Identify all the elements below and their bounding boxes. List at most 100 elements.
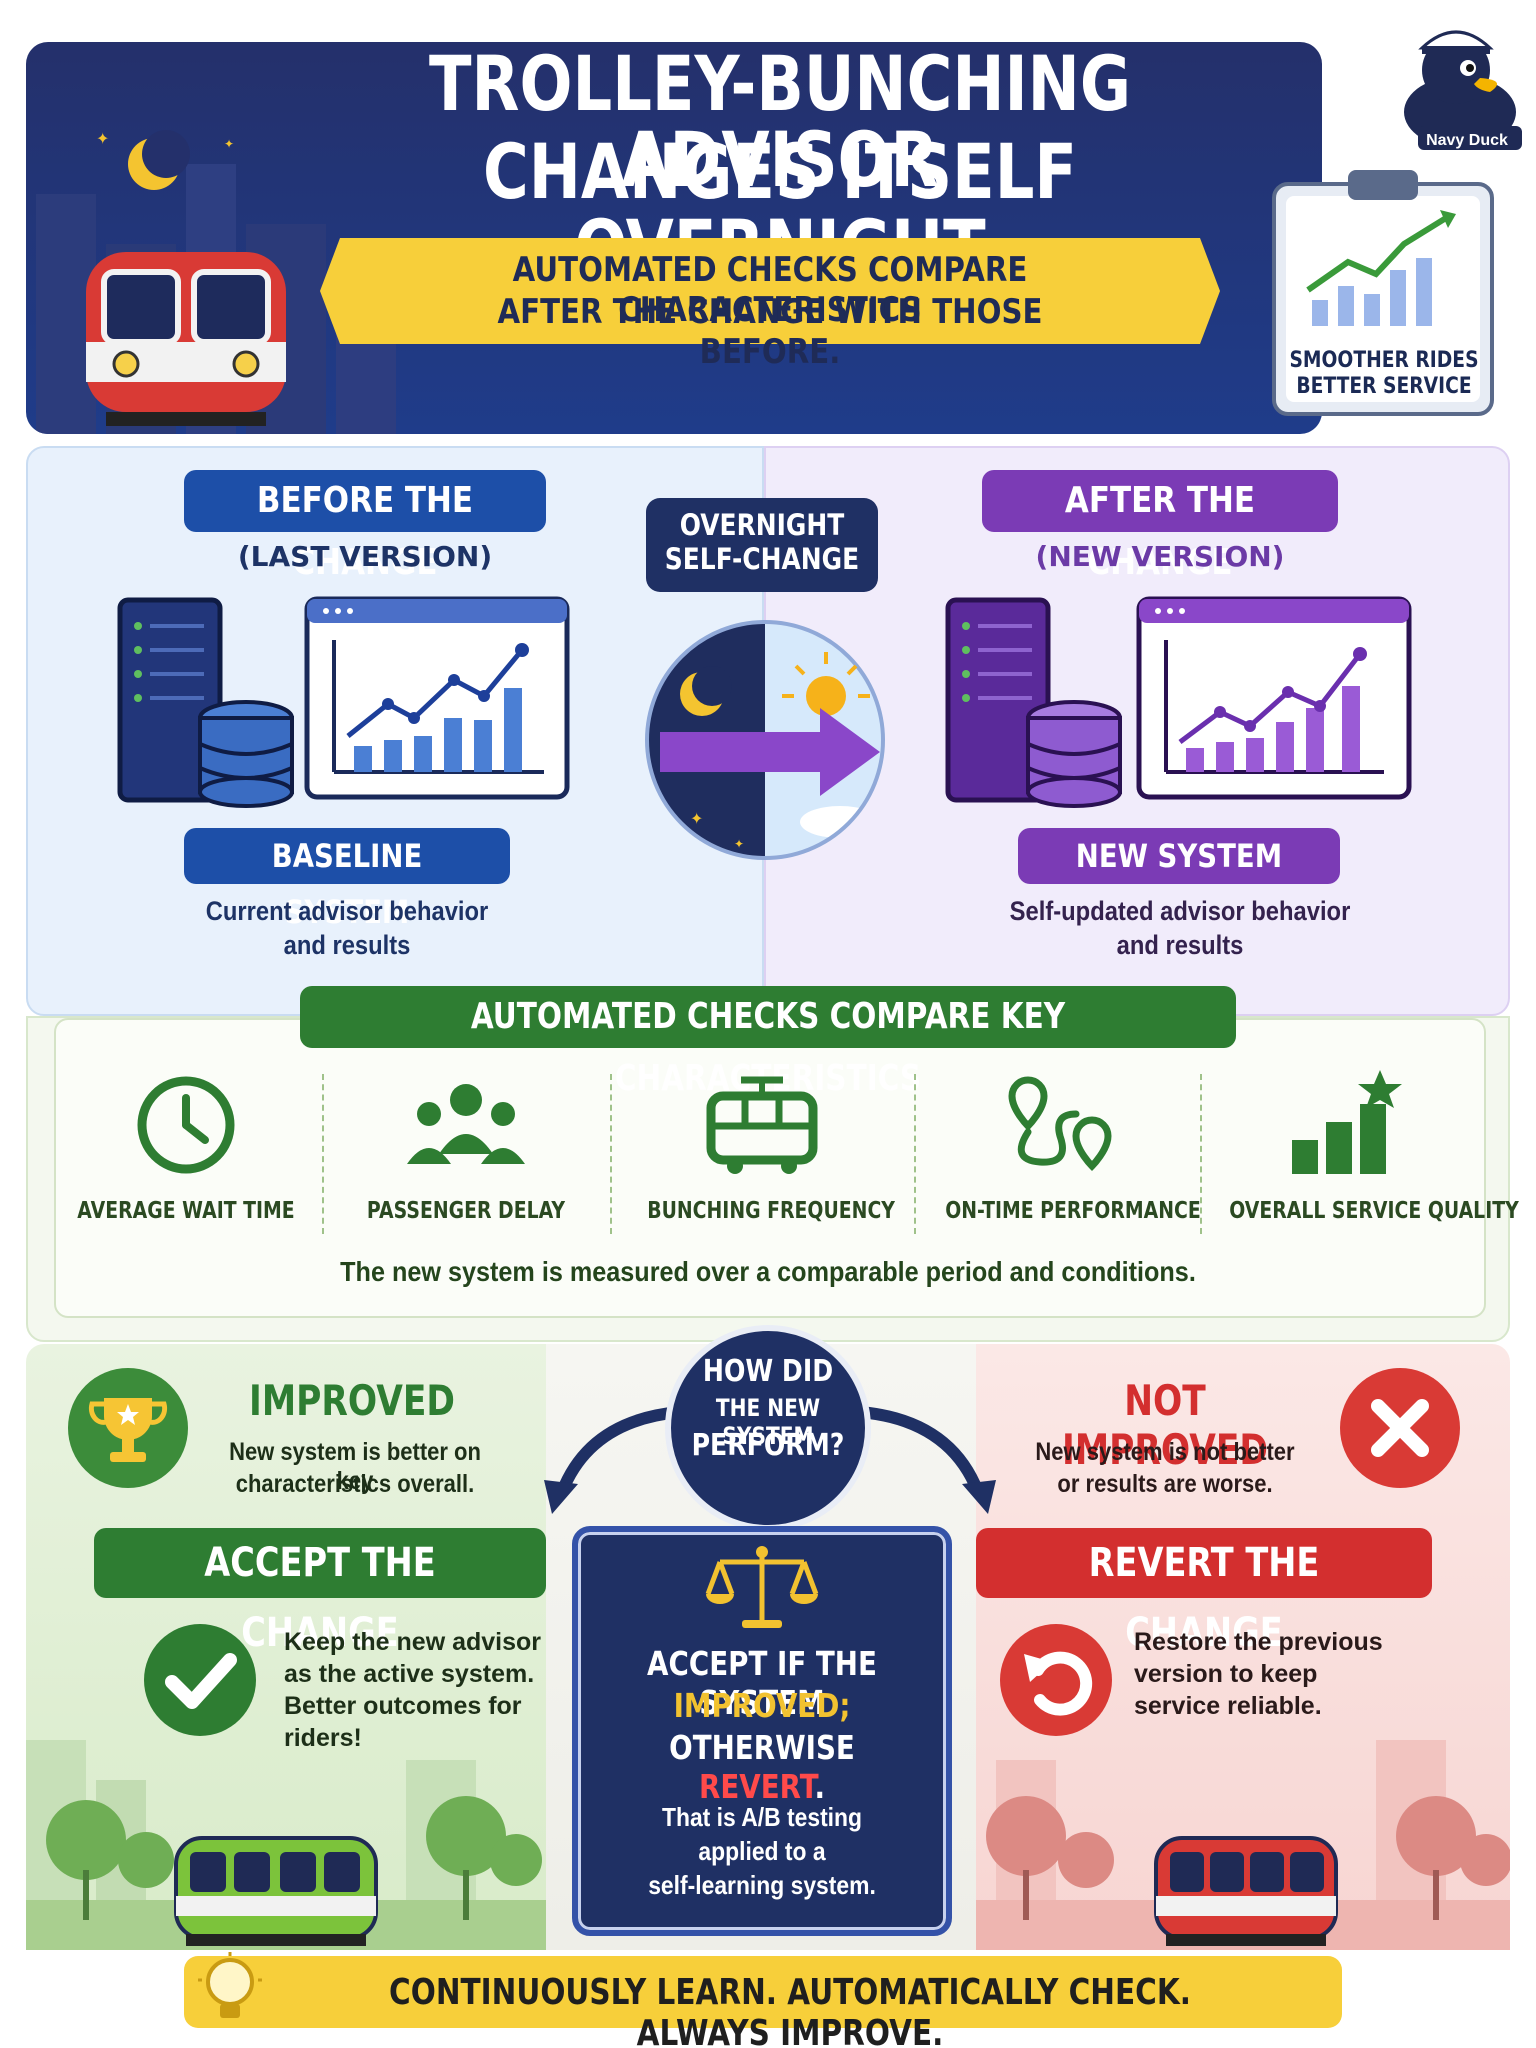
before-subtitle: (LAST VERSION) bbox=[237, 540, 493, 573]
baseline-system-badge: BASELINE SYSTEM bbox=[184, 828, 510, 931]
svg-text:✦: ✦ bbox=[690, 811, 703, 828]
improved-description-line-1: New system is better on key bbox=[229, 1438, 481, 1495]
metric-bunching-frequency: BUNCHING FREQUENCY bbox=[622, 1070, 902, 1250]
question-line-1: HOW DID bbox=[702, 1354, 834, 1389]
not-improved-description-line-1: New system is not better bbox=[1035, 1438, 1295, 1466]
accept-description-line-2: as the active system. bbox=[284, 1660, 535, 1688]
metric-label: ON-TIME PERFORMANCE bbox=[945, 1198, 1201, 1224]
after-title-badge: AFTER THE CHANGE bbox=[982, 470, 1338, 583]
metric-label: OVERALL SERVICE QUALITY bbox=[1229, 1198, 1519, 1224]
new-system-badge: NEW SYSTEM bbox=[1018, 828, 1340, 884]
green-trolley-park-illustration bbox=[26, 1740, 546, 1950]
baseline-chart-window-icon bbox=[304, 596, 570, 800]
improved-description-line-2: characteristics overall. bbox=[235, 1470, 475, 1498]
rule-revert-word: REVERT bbox=[698, 1767, 815, 1806]
accept-description-line-1: Keep the new advisor bbox=[284, 1628, 542, 1656]
rule-line-3-suffix: . bbox=[814, 1767, 825, 1806]
accept-description-line-3: Better outcomes for bbox=[284, 1692, 522, 1720]
revert-description-line-2: version to keep bbox=[1134, 1660, 1318, 1688]
accept-change-badge: ACCEPT THE CHANGE bbox=[94, 1528, 546, 1656]
navy-duck-mascot-icon bbox=[1404, 30, 1522, 150]
before-title-badge: BEFORE THE CHANGE bbox=[184, 470, 546, 583]
new-system-description-line-2: and results bbox=[1116, 930, 1244, 960]
undo-icon bbox=[1000, 1624, 1112, 1736]
new-chart-window-icon bbox=[1136, 596, 1412, 800]
clipboard-text-line-1: SMOOTHER RIDES bbox=[1289, 348, 1479, 373]
not-improved-description-line-2: or results are worse. bbox=[1057, 1470, 1273, 1498]
before-title-text: BEFORE THE CHANGE bbox=[256, 480, 474, 583]
new-system-description-line-1: Self-updated advisor behavior bbox=[1009, 896, 1351, 926]
svg-text:✦: ✦ bbox=[734, 837, 744, 851]
question-line-3: PERFORM? bbox=[691, 1428, 845, 1463]
accept-description-line-4: riders! bbox=[284, 1724, 362, 1752]
lightbulb-icon bbox=[198, 1952, 262, 2018]
after-title-text: AFTER THE CHANGE bbox=[1064, 480, 1256, 583]
new-system-text: NEW SYSTEM bbox=[1075, 837, 1283, 875]
svg-text:✦: ✦ bbox=[224, 137, 234, 151]
mascot-label: Navy Duck bbox=[1426, 132, 1508, 149]
metric-average-wait-time: AVERAGE WAIT TIME bbox=[46, 1070, 326, 1250]
baseline-server-database-icon bbox=[117, 597, 294, 808]
checkmark-icon bbox=[144, 1624, 256, 1736]
revert-change-badge: REVERT THE CHANGE bbox=[976, 1528, 1432, 1656]
x-mark-icon bbox=[1340, 1368, 1460, 1488]
not-improved-title: NOT IMPROVED bbox=[1062, 1376, 1268, 1474]
trolley-icon bbox=[706, 1076, 818, 1174]
question-line-2: THE NEW SYSTEM bbox=[715, 1394, 821, 1450]
svg-text:✦: ✦ bbox=[96, 131, 109, 148]
checks-note: The new system is measured over a compar… bbox=[340, 1256, 1196, 1287]
after-subtitle: (NEW VERSION) bbox=[1035, 540, 1285, 573]
revert-description-line-1: Restore the previous bbox=[1134, 1628, 1383, 1656]
subtitle-line-2: AFTER THE CHANGE WITH THOSE BEFORE. bbox=[497, 292, 1043, 372]
branch-arrows-icon bbox=[544, 1406, 996, 1514]
route-pins-icon bbox=[1008, 1076, 1112, 1171]
footer-banner bbox=[184, 1956, 1342, 2028]
metric-label: BUNCHING FREQUENCY bbox=[647, 1198, 895, 1224]
clock-icon bbox=[137, 1076, 235, 1174]
new-server-database-icon bbox=[945, 597, 1122, 808]
rule-line-1: ACCEPT IF THE SYSTEM bbox=[647, 1644, 877, 1722]
ab-testing-line-1: That is A/B testing bbox=[661, 1802, 863, 1832]
trophy-icon bbox=[68, 1368, 188, 1488]
rule-line-3-prefix: OTHERWISE bbox=[669, 1728, 855, 1767]
checks-title-badge: AUTOMATED CHECKS COMPARE KEY CHARACTERIS… bbox=[300, 986, 1236, 1099]
checks-inner-card bbox=[54, 1018, 1486, 1318]
metric-label: AVERAGE WAIT TIME bbox=[77, 1198, 295, 1224]
people-icon bbox=[407, 1084, 525, 1164]
metric-overall-service-quality: OVERALL SERVICE QUALITY bbox=[1204, 1070, 1519, 1250]
ab-testing-line-3: self-learning system. bbox=[648, 1870, 876, 1900]
metric-divider bbox=[610, 1074, 612, 1234]
overnight-line-2: SELF-CHANGE bbox=[664, 542, 860, 576]
metric-divider bbox=[1200, 1074, 1202, 1234]
revert-description-line-3: service reliable. bbox=[1134, 1692, 1322, 1720]
overnight-badge: OVERNIGHT SELF-CHANGE bbox=[646, 498, 878, 592]
overnight-line-1: OVERNIGHT bbox=[679, 508, 845, 542]
accept-change-text: ACCEPT THE CHANGE bbox=[204, 1540, 436, 1656]
metric-divider bbox=[914, 1074, 916, 1234]
clipboard-text-line-2: BETTER SERVICE bbox=[1296, 374, 1472, 399]
revert-change-text: REVERT THE CHANGE bbox=[1088, 1540, 1320, 1656]
ab-testing-line-2: applied to a bbox=[698, 1836, 826, 1866]
metric-divider bbox=[322, 1074, 324, 1234]
rule-line-3: OTHERWISE REVERT. bbox=[611, 1728, 913, 1806]
bar-star-icon bbox=[1292, 1070, 1402, 1174]
night-to-day-dial-icon: ✦ ✦ bbox=[645, 620, 885, 860]
baseline-description-line-2: and results bbox=[283, 930, 411, 960]
clipboard-card: SMOOTHER RIDES BETTER SERVICE bbox=[1268, 170, 1500, 422]
clipboard-chart-icon bbox=[1272, 170, 1494, 416]
subtitle-banner: AUTOMATED CHECKS COMPARE CHARACTERISTICS… bbox=[320, 232, 1220, 372]
metric-on-time-performance: ON-TIME PERFORMANCE bbox=[920, 1070, 1201, 1250]
balance-scale-icon bbox=[705, 1546, 819, 1628]
baseline-description-line-1: Current advisor behavior bbox=[205, 896, 489, 926]
improved-title: IMPROVED bbox=[249, 1376, 455, 1425]
decision-rule-card bbox=[572, 1526, 952, 1936]
city-night-illustration: ✦ ✦ bbox=[36, 130, 396, 434]
rule-line-2: IMPROVED; bbox=[673, 1686, 851, 1725]
title-line-1: TROLLEY-BUNCHING ADVISOR bbox=[429, 39, 1131, 204]
baseline-system-text: BASELINE SYSTEM bbox=[271, 837, 423, 931]
metric-label: PASSENGER DELAY bbox=[366, 1198, 566, 1224]
subtitle-line-1: AUTOMATED CHECKS COMPARE CHARACTERISTICS bbox=[512, 250, 1028, 330]
red-trolley-park-illustration bbox=[976, 1740, 1510, 1950]
footer-slogan: CONTINUOUSLY LEARN. AUTOMATICALLY CHECK.… bbox=[389, 1972, 1191, 2048]
subtitle-ribbon-shape bbox=[320, 238, 1220, 344]
